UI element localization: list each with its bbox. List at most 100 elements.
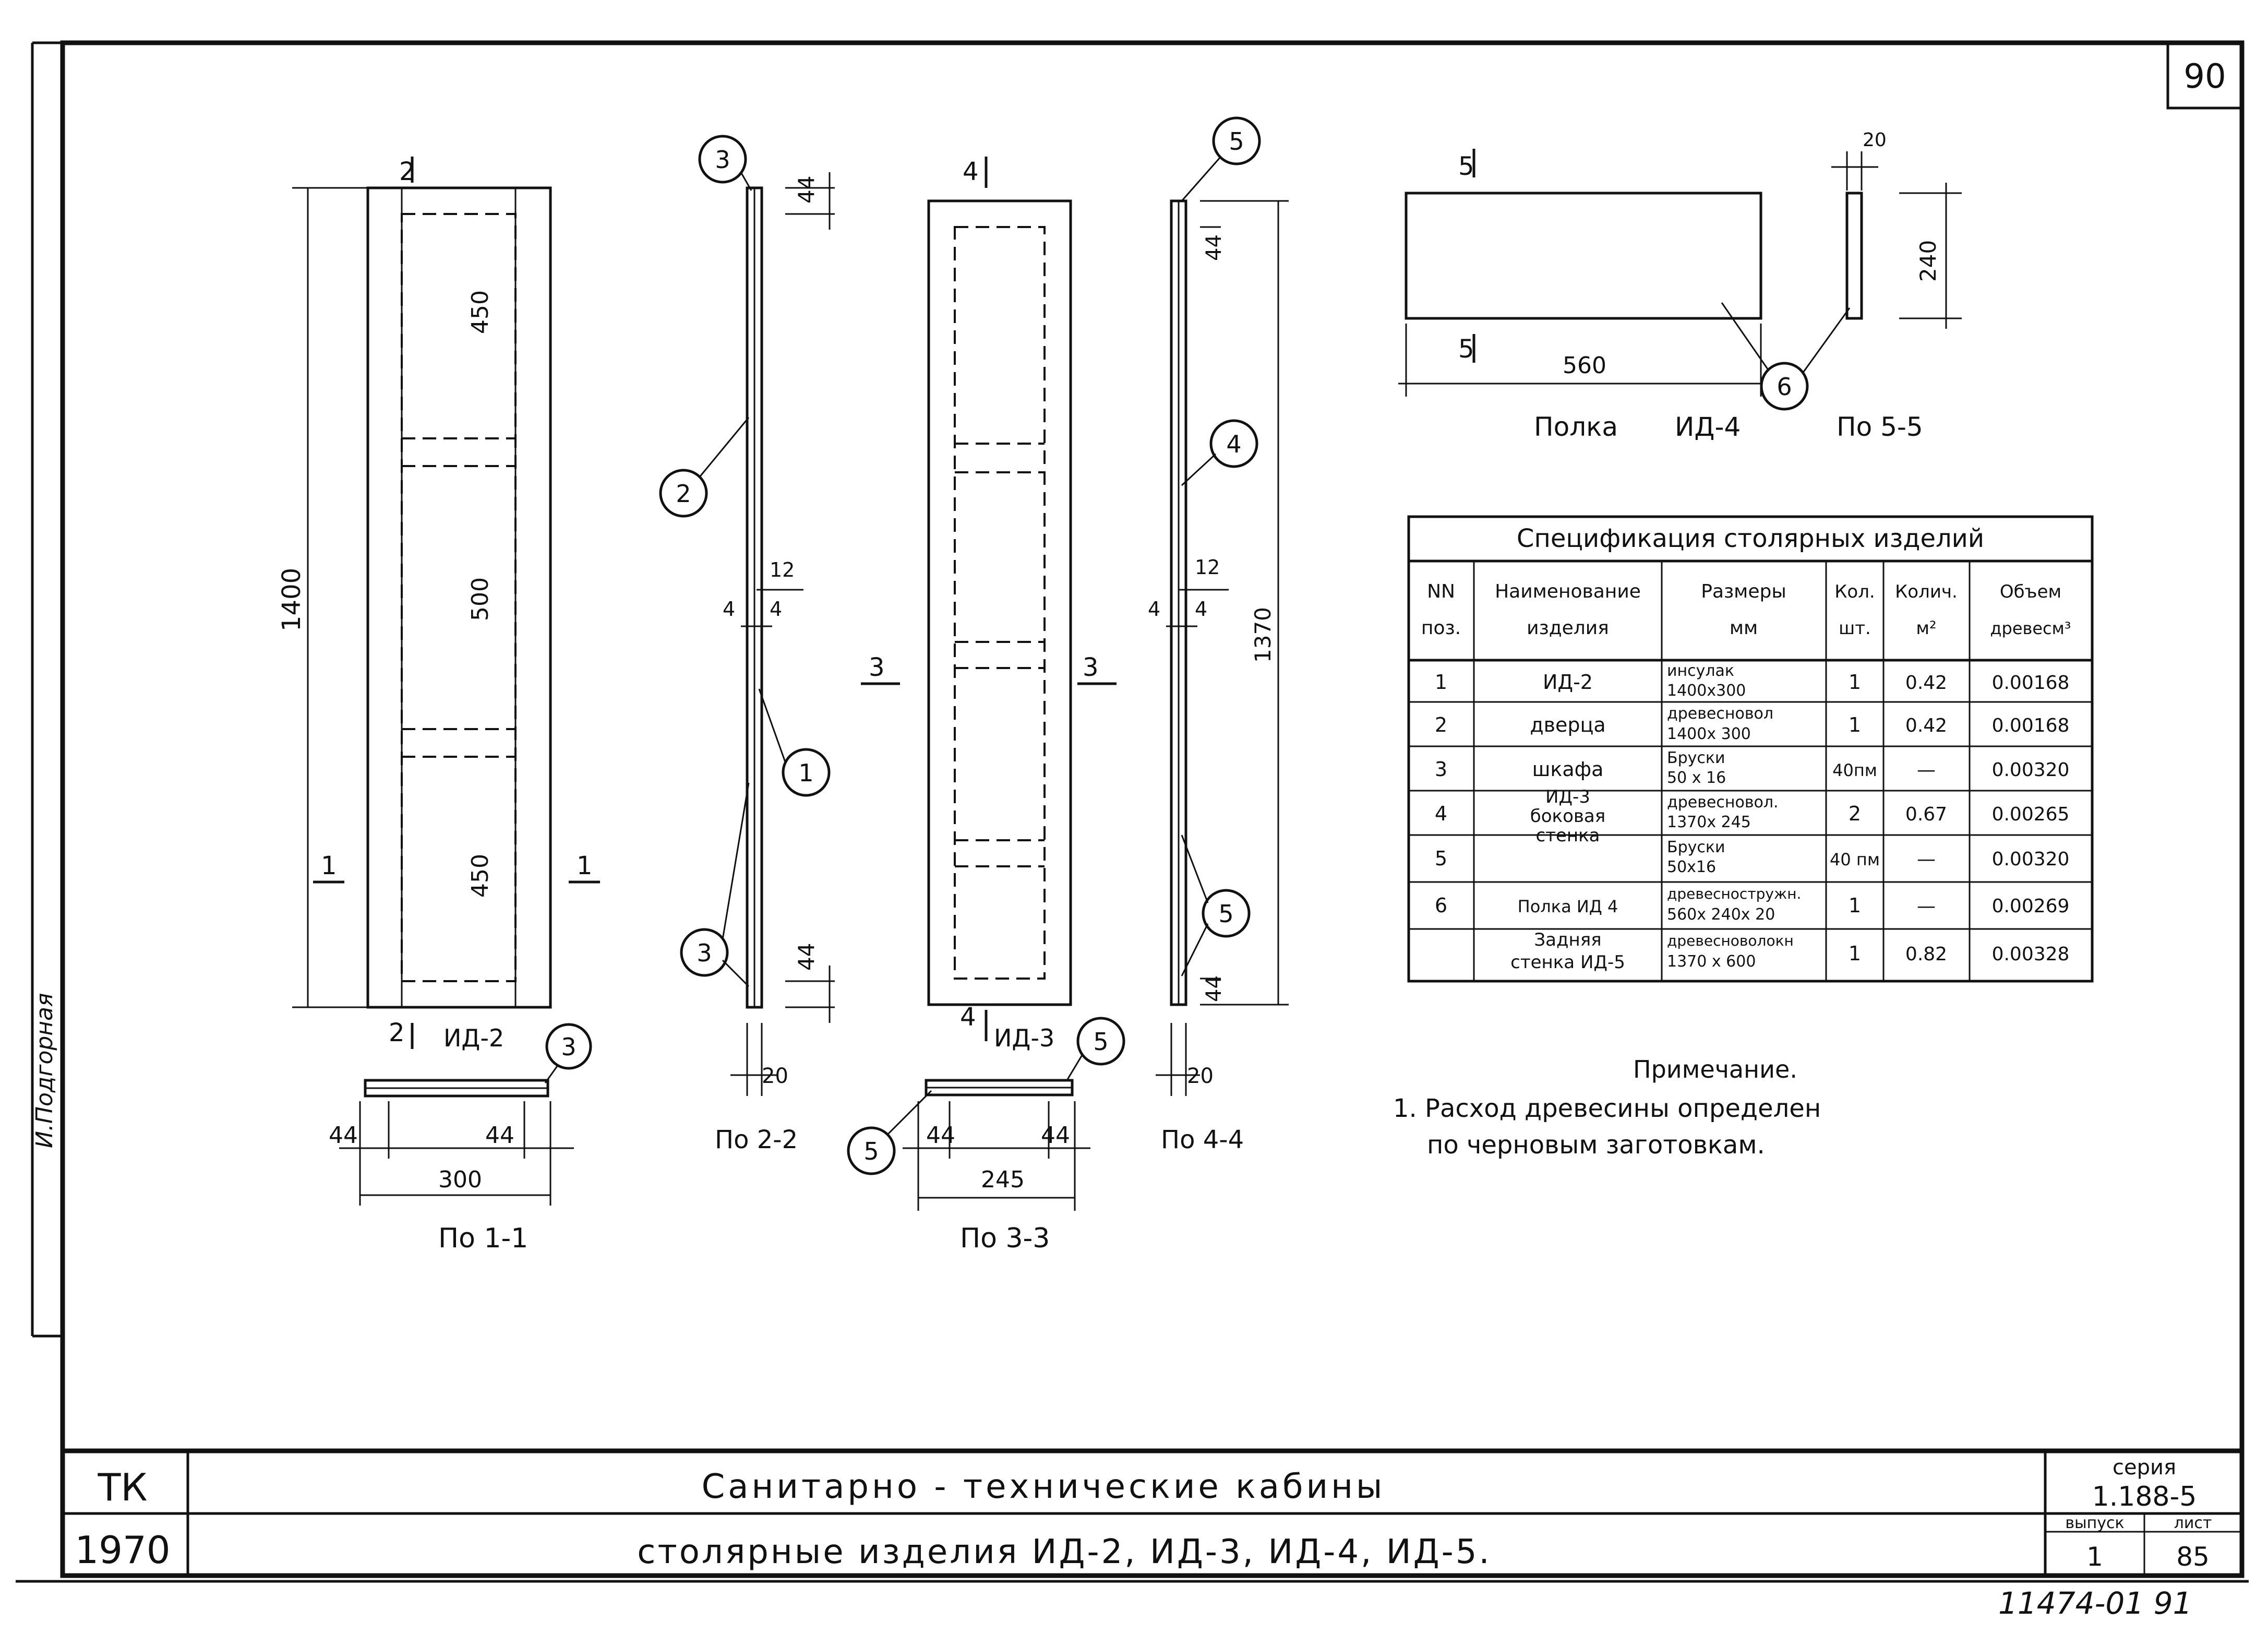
shelf-dim-thick: 20: [1863, 129, 1887, 151]
table-row: 2: [1435, 713, 1447, 736]
spec-header-name-2: изделия: [1527, 617, 1609, 639]
table-row: 1: [1849, 671, 1861, 694]
s11-dim-right: 44: [485, 1122, 514, 1149]
s33-callout-right: 5: [1093, 1028, 1108, 1056]
title-line-1: Санитарно - технические кабины: [702, 1468, 1386, 1506]
s44-dim-12: 12: [1195, 556, 1220, 579]
spec-header-vol-2: древесм³: [1990, 618, 2071, 638]
d1-section-bottom: 2: [389, 1018, 405, 1047]
s11-dim-width: 300: [438, 1166, 482, 1193]
s44-dim-height: 1370: [1250, 607, 1276, 663]
table-row: 50x16: [1667, 858, 1716, 876]
note-heading: Примечание.: [1633, 1055, 1797, 1083]
table-row: 40пм: [1832, 760, 1877, 780]
d1-dim-mid: 500: [467, 577, 494, 621]
table-row: древесновол.: [1667, 793, 1779, 812]
shelf-id4: [1398, 149, 1962, 411]
table-row: 0.00265: [1992, 804, 2070, 825]
series-label: серия: [2113, 1456, 2176, 1480]
s33-caption: По 3-3: [960, 1223, 1050, 1254]
d1-section-top: 2: [399, 157, 415, 186]
table-row: 0.00168: [1992, 672, 2070, 694]
s22-dim-4b: 4: [770, 598, 782, 621]
table-row: 0.82: [1905, 944, 1947, 965]
s44-dim-4a: 4: [1148, 598, 1160, 621]
sheet-number: 90: [2183, 57, 2226, 96]
spec-table: [1407, 515, 2094, 983]
shelf-section-top: 5: [1458, 152, 1474, 181]
d1-dim-bottom: 450: [467, 854, 494, 898]
table-row: 40 пм: [1830, 850, 1880, 869]
table-row: 0.00320: [1992, 849, 2070, 870]
table-row: 5: [1435, 847, 1447, 870]
table-row: 6: [1435, 894, 1447, 917]
s44-dim-thick: 20: [1187, 1064, 1214, 1088]
svg-text:И.Подгорная: И.Подгорная: [31, 993, 58, 1149]
shelf-dim-width: 560: [1563, 352, 1606, 379]
section-3-3: [847, 1017, 1125, 1211]
d3-section-left: 3: [869, 653, 885, 682]
note-line-2: по черновым заготовкам.: [1427, 1130, 1765, 1160]
s44-caption: По 4-4: [1161, 1125, 1244, 1154]
table-row: —: [1917, 849, 1936, 870]
s22-dim-top: 44: [794, 176, 819, 204]
table-row: 0.42: [1905, 672, 1947, 694]
table-row: 0.67: [1905, 804, 1947, 825]
s33-dim-right: 44: [1041, 1122, 1070, 1149]
spec-header-area-1: Колич.: [1895, 581, 1958, 602]
s22-dim-12: 12: [770, 558, 795, 581]
spec-title: Спецификация столярных изделий: [1517, 524, 1984, 553]
s11-dim-left: 44: [329, 1122, 358, 1149]
s44-callout-4: 4: [1226, 430, 1241, 458]
sheet-label: лист: [2174, 1514, 2212, 1532]
side-wall-id3-front-view: [861, 157, 1117, 1041]
section-2-2: [659, 135, 835, 1096]
table-row: —: [1917, 896, 1936, 917]
shelf-caption-name: Полка: [1534, 412, 1618, 442]
s44-callout-top: 5: [1229, 127, 1244, 156]
sheet-value: 85: [2176, 1542, 2210, 1572]
archive-number: 11474-01 91: [1998, 1586, 2192, 1621]
spec-header-pos-2: поз.: [1421, 617, 1461, 639]
d1-dim-height: 1400: [277, 568, 306, 631]
spec-header-pos-1: NN: [1427, 581, 1455, 602]
table-row: 2: [1849, 802, 1861, 825]
spec-name-back: Задняя: [1534, 929, 1601, 950]
spec-header-area-2: м²: [1916, 618, 1936, 639]
table-row: древесновол: [1667, 705, 1773, 723]
s22-callout-1: 1: [798, 759, 813, 787]
series-value: 1.188-5: [2092, 1481, 2197, 1512]
s33-callout-left: 5: [863, 1137, 879, 1165]
spec-header-size-1: Размеры: [1701, 581, 1786, 602]
table-row: 1370x 245: [1667, 813, 1751, 831]
spec-header-size-2: мм: [1730, 617, 1758, 639]
table-row: 0.00269: [1992, 896, 2070, 917]
title-org: ТК: [97, 1465, 147, 1509]
spec-name-side: боковая: [1530, 806, 1605, 827]
title-line-2: столярные изделия ИД-2, ИД-3, ИД-4, ИД-5…: [637, 1533, 1492, 1571]
table-row: 1: [1435, 671, 1447, 694]
table-row: 1: [1849, 894, 1861, 917]
d3-section-right: 3: [1083, 653, 1099, 682]
d1-name: ИД-2: [443, 1024, 504, 1052]
section-4-4: [1156, 116, 1289, 1096]
shelf-section-bottom: 5: [1458, 335, 1474, 364]
s33-dim-left: 44: [926, 1122, 955, 1149]
spec-name-id2: ИД-2: [1543, 671, 1593, 694]
s11-caption: По 1-1: [438, 1223, 528, 1254]
spec-header-qty-2: шт.: [1839, 618, 1871, 639]
issue-value: 1: [2086, 1542, 2103, 1572]
table-row: древесностружн.: [1667, 885, 1801, 902]
shelf-callout: 6: [1777, 373, 1792, 401]
s22-callout-2: 2: [676, 480, 691, 508]
d1-section-left: 1: [321, 851, 337, 880]
spec-header-name-1: Наименование: [1495, 581, 1641, 602]
shelf-dim-height: 240: [1915, 240, 1941, 282]
table-row: Бруски: [1667, 749, 1725, 767]
d3-section-bottom: 4: [960, 1003, 976, 1032]
table-row: 0.42: [1905, 715, 1947, 736]
spec-name-back-wall: стенка ИД-5: [1510, 952, 1625, 973]
title-block: [63, 1448, 2242, 1576]
table-row: 3: [1435, 758, 1447, 781]
